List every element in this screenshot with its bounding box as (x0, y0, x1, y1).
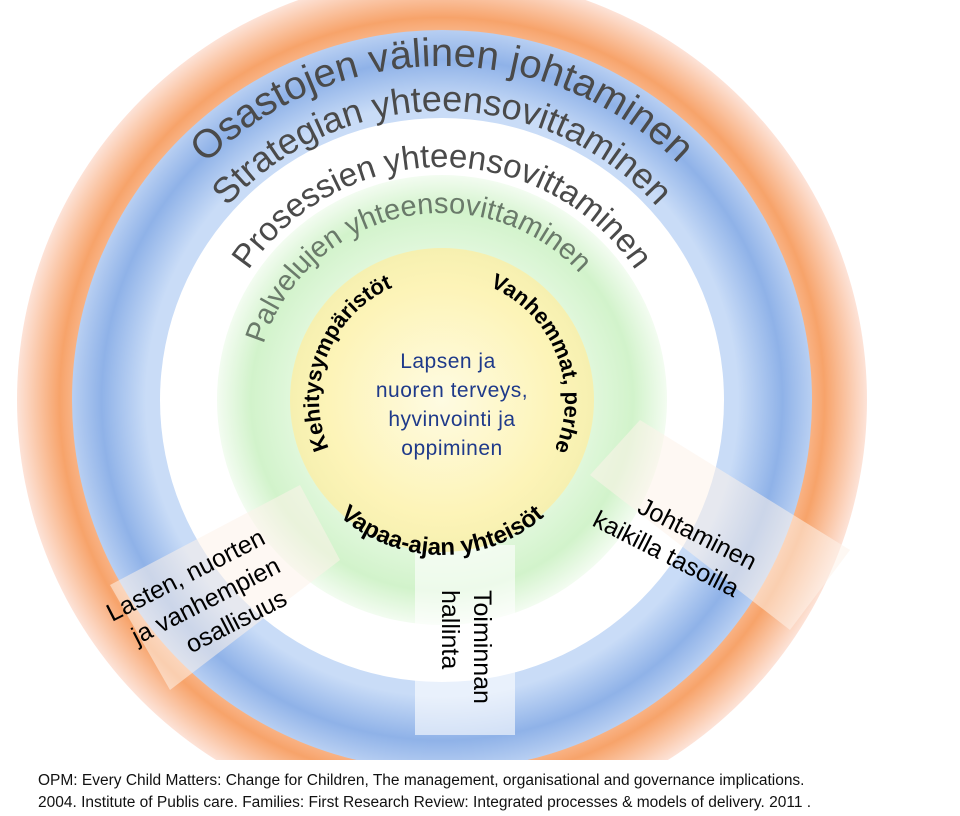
caption-line-1: OPM: Every Child Matters: Change for Chi… (38, 772, 805, 789)
caption-line-2: 2004. Institute of Publis care. Families… (38, 794, 812, 811)
center-line-4: oppiminen (401, 437, 502, 460)
center-line-2: nuoren terveys, (376, 379, 528, 402)
source-caption: OPM: Every Child Matters: Change for Chi… (38, 770, 953, 814)
center-disc (290, 248, 594, 552)
operations-line-1: Toiminnan (468, 590, 496, 704)
spoke-leadership (590, 420, 850, 630)
spoke-operations (415, 545, 515, 735)
center-line-1: Lapsen ja (400, 350, 496, 373)
coordination-diagram: Osastojen välinen johtaminen Strategian … (17, 0, 867, 760)
spoke-participation (110, 485, 340, 690)
operations-line-2: hallinta (436, 590, 464, 669)
center-line-3: hyvinvointi ja (388, 408, 515, 431)
label-operations: Toiminnan hallinta (436, 590, 496, 704)
center-text: Lapsen ja nuoren terveys, hyvinvointi ja… (376, 350, 528, 460)
